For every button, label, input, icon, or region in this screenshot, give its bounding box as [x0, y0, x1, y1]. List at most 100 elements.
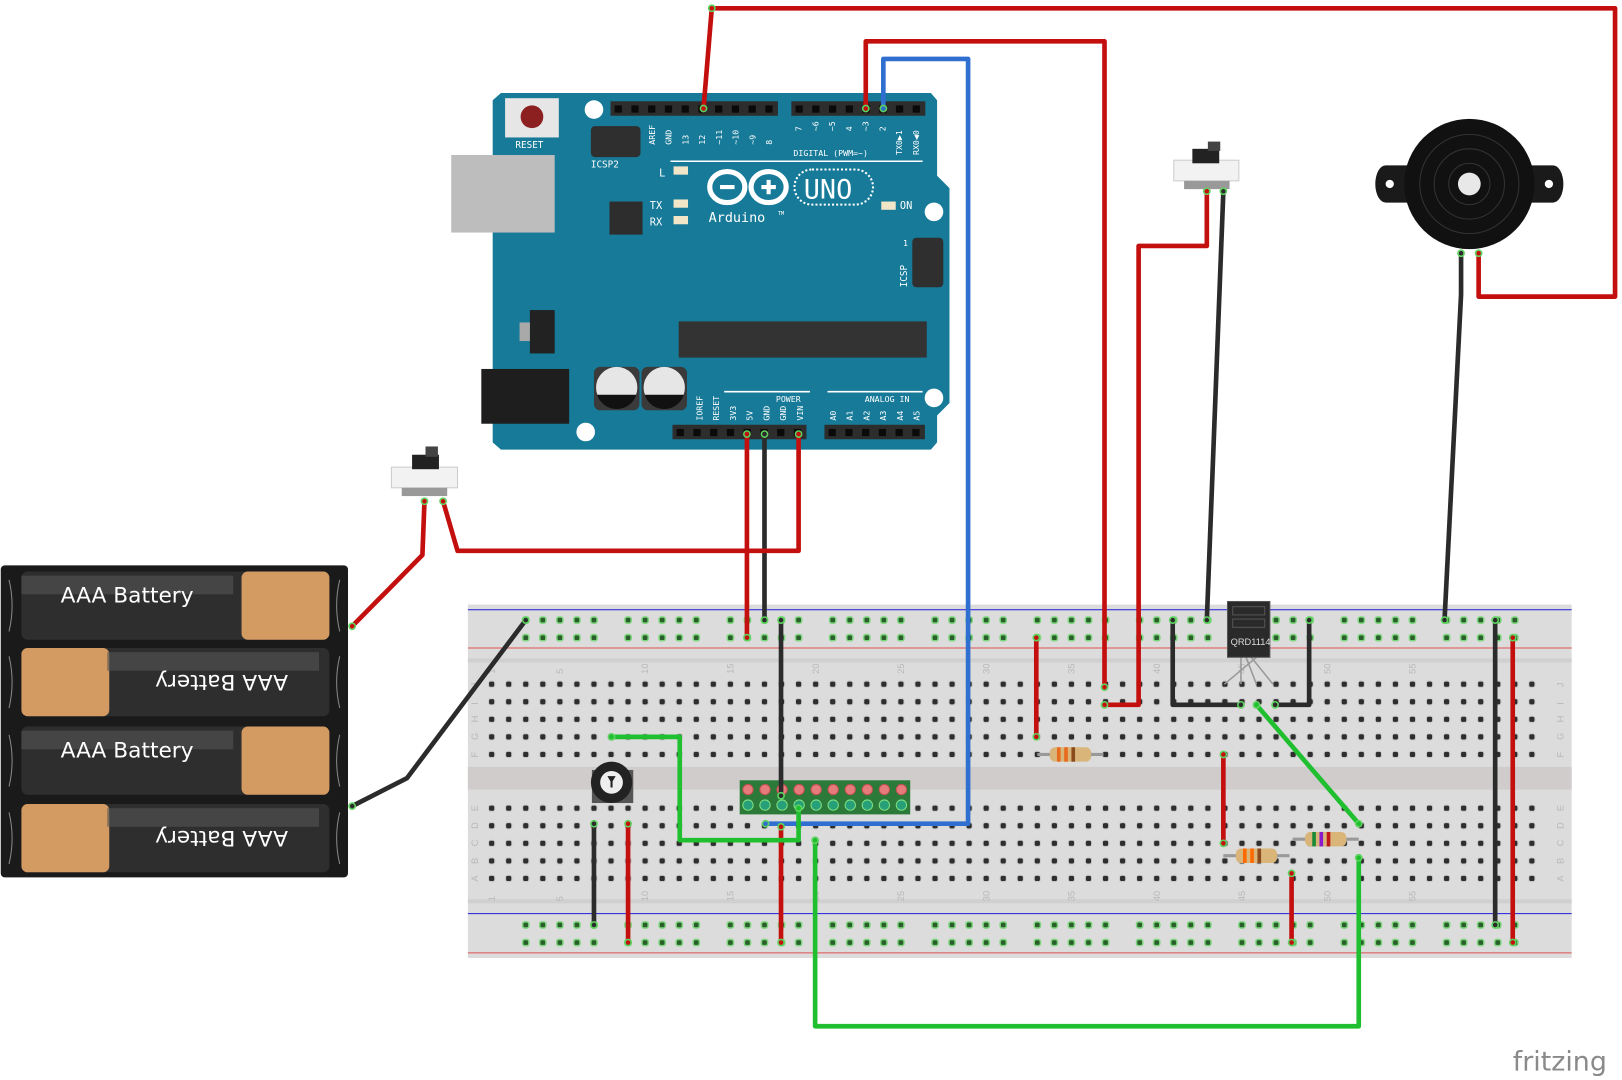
breadboard-hole[interactable]: [794, 733, 803, 741]
breadboard-hole[interactable]: [794, 750, 803, 759]
breadboard-hole[interactable]: [573, 804, 581, 812]
wire-endpoint[interactable]: [348, 622, 357, 631]
breadboard-hole[interactable]: [1460, 750, 1468, 759]
rail-hole[interactable]: [999, 938, 1008, 947]
breadboard-hole[interactable]: [726, 804, 735, 812]
breadboard-hole[interactable]: [880, 839, 888, 847]
breadboard-hole[interactable]: [743, 750, 752, 759]
breadboard-hole[interactable]: [743, 822, 752, 830]
breadboard-hole[interactable]: [505, 804, 513, 812]
breadboard-hole[interactable]: [999, 822, 1007, 830]
breadboard-hole[interactable]: [999, 874, 1007, 883]
breadboard-hole[interactable]: [1442, 822, 1451, 830]
rail-hole[interactable]: [1152, 938, 1161, 947]
breadboard-hole[interactable]: [1391, 874, 1400, 883]
breadboard-hole[interactable]: [1084, 680, 1093, 688]
breadboard-hole[interactable]: [1136, 750, 1144, 759]
breadboard-hole[interactable]: [999, 733, 1007, 741]
breadboard-hole[interactable]: [846, 750, 854, 759]
wire-endpoint[interactable]: [1032, 633, 1041, 642]
breadboard-hole[interactable]: [1136, 857, 1144, 865]
breadboard-hole[interactable]: [1477, 733, 1485, 741]
header-pad[interactable]: [895, 783, 908, 796]
breadboard-hole[interactable]: [982, 839, 990, 847]
breadboard-hole[interactable]: [1067, 874, 1076, 883]
breadboard-hole[interactable]: [556, 804, 564, 812]
breadboard-hole[interactable]: [948, 698, 956, 706]
breadboard-hole[interactable]: [658, 698, 666, 706]
rail-hole[interactable]: [828, 921, 837, 929]
breadboard-hole[interactable]: [1289, 839, 1297, 847]
breadboard-hole[interactable]: [522, 698, 530, 706]
breadboard-hole[interactable]: [880, 857, 888, 865]
rail-hole[interactable]: [1408, 633, 1417, 642]
breadboard-hole[interactable]: [505, 680, 513, 688]
breadboard-hole[interactable]: [760, 698, 769, 706]
breadboard-hole[interactable]: [1033, 857, 1041, 865]
wire-endpoint[interactable]: [1202, 187, 1211, 196]
breadboard-hole[interactable]: [607, 874, 615, 883]
rail-hole[interactable]: [1391, 938, 1400, 947]
breadboard-hole[interactable]: [914, 839, 922, 847]
rail-hole[interactable]: [624, 616, 632, 624]
breadboard-hole[interactable]: [965, 874, 973, 883]
breadboard-hole[interactable]: [982, 733, 990, 741]
breadboard-hole[interactable]: [573, 874, 581, 883]
breadboard-hole[interactable]: [1255, 715, 1263, 723]
rail-hole[interactable]: [931, 616, 939, 624]
rail-hole[interactable]: [573, 633, 581, 642]
header-pad[interactable]: [810, 799, 822, 811]
breadboard-hole[interactable]: [1289, 804, 1297, 812]
header-pin[interactable]: [828, 105, 837, 113]
breadboard-hole[interactable]: [948, 715, 956, 723]
breadboard-hole[interactable]: [1528, 822, 1536, 830]
rail-hole[interactable]: [1272, 633, 1280, 642]
header-pin[interactable]: [828, 428, 836, 437]
rail-hole[interactable]: [1033, 938, 1042, 947]
breadboard-hole[interactable]: [1153, 733, 1161, 741]
breadboard-hole[interactable]: [539, 874, 547, 883]
wire-endpoint[interactable]: [1287, 869, 1296, 878]
wire-endpoint[interactable]: [699, 104, 708, 113]
breadboard-hole[interactable]: [1118, 680, 1127, 688]
breadboard-hole[interactable]: [1153, 857, 1161, 865]
rail-hole[interactable]: [692, 921, 701, 929]
breadboard-hole[interactable]: [556, 715, 564, 723]
rail-hole[interactable]: [760, 921, 769, 929]
breadboard-hole[interactable]: [760, 680, 769, 688]
breadboard-hole[interactable]: [1221, 715, 1229, 723]
rail-hole[interactable]: [1203, 938, 1212, 947]
header-pin[interactable]: [715, 105, 723, 113]
breadboard-hole[interactable]: [1425, 822, 1434, 830]
breadboard-hole[interactable]: [1442, 839, 1451, 847]
rail-hole[interactable]: [658, 921, 667, 929]
rail-hole[interactable]: [1084, 616, 1093, 624]
breadboard-hole[interactable]: [829, 715, 837, 723]
breadboard-hole[interactable]: [863, 857, 871, 865]
breadboard-hole[interactable]: [863, 839, 871, 847]
breadboard-hole[interactable]: [760, 750, 769, 759]
breadboard-hole[interactable]: [931, 715, 939, 723]
breadboard-hole[interactable]: [1033, 874, 1041, 883]
breadboard-hole[interactable]: [743, 857, 752, 865]
breadboard-hole[interactable]: [914, 874, 922, 883]
breadboard-hole[interactable]: [1442, 874, 1451, 883]
breadboard-hole[interactable]: [1050, 804, 1059, 812]
breadboard-hole[interactable]: [1306, 857, 1314, 865]
rail-hole[interactable]: [675, 921, 684, 929]
breadboard-hole[interactable]: [1238, 804, 1246, 812]
breadboard-hole[interactable]: [1528, 698, 1536, 706]
rail-hole[interactable]: [1340, 616, 1349, 624]
breadboard-hole[interactable]: [1374, 733, 1383, 741]
breadboard-hole[interactable]: [1442, 804, 1451, 812]
breadboard-hole[interactable]: [1357, 733, 1365, 741]
rail-hole[interactable]: [555, 616, 564, 624]
black-wire[interactable]: [1204, 188, 1226, 623]
breadboard-hole[interactable]: [1016, 804, 1024, 812]
breadboard-hole[interactable]: [1050, 874, 1059, 883]
breadboard-hole[interactable]: [1101, 857, 1110, 865]
breadboard-hole[interactable]: [1374, 715, 1383, 723]
rail-hole[interactable]: [743, 921, 752, 929]
rail-hole[interactable]: [1033, 616, 1042, 624]
breadboard-hole[interactable]: [982, 750, 990, 759]
